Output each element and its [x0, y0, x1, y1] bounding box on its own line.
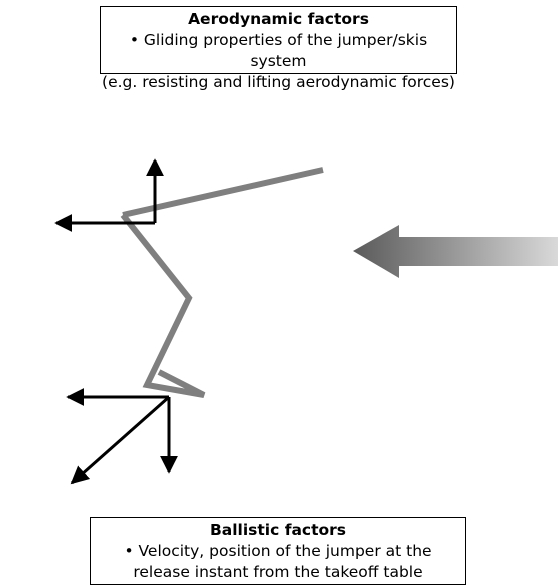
aerodynamic-factors-line-1: • Gliding properties of the jumper/skis …: [129, 31, 428, 70]
aerodynamic-factors-title: Aerodynamic factors: [188, 10, 369, 28]
resultant-arrow-diagonal: [70, 395, 170, 485]
wind-arrow-icon: [353, 225, 558, 278]
ballistic-factors-line-1: • Velocity, position of the jumper at th…: [124, 542, 432, 560]
lower-force-arrows: [66, 388, 178, 485]
aerodynamic-factors-line-2: (e.g. resisting and lifting aerodynamic …: [102, 73, 455, 91]
ballistic-factors-title: Ballistic factors: [209, 521, 347, 539]
ballistic-factors-line-2: release instant from the takeoff table: [133, 563, 423, 581]
upper-force-arrows: [54, 158, 164, 232]
aerodynamic-factors-box: Aerodynamic factors • Gliding properties…: [100, 6, 457, 91]
jumper-body-outline: [120, 213, 206, 398]
ballistic-factors-box: Ballistic factors • Velocity, position o…: [90, 517, 466, 585]
ski-line: [122, 167, 324, 218]
